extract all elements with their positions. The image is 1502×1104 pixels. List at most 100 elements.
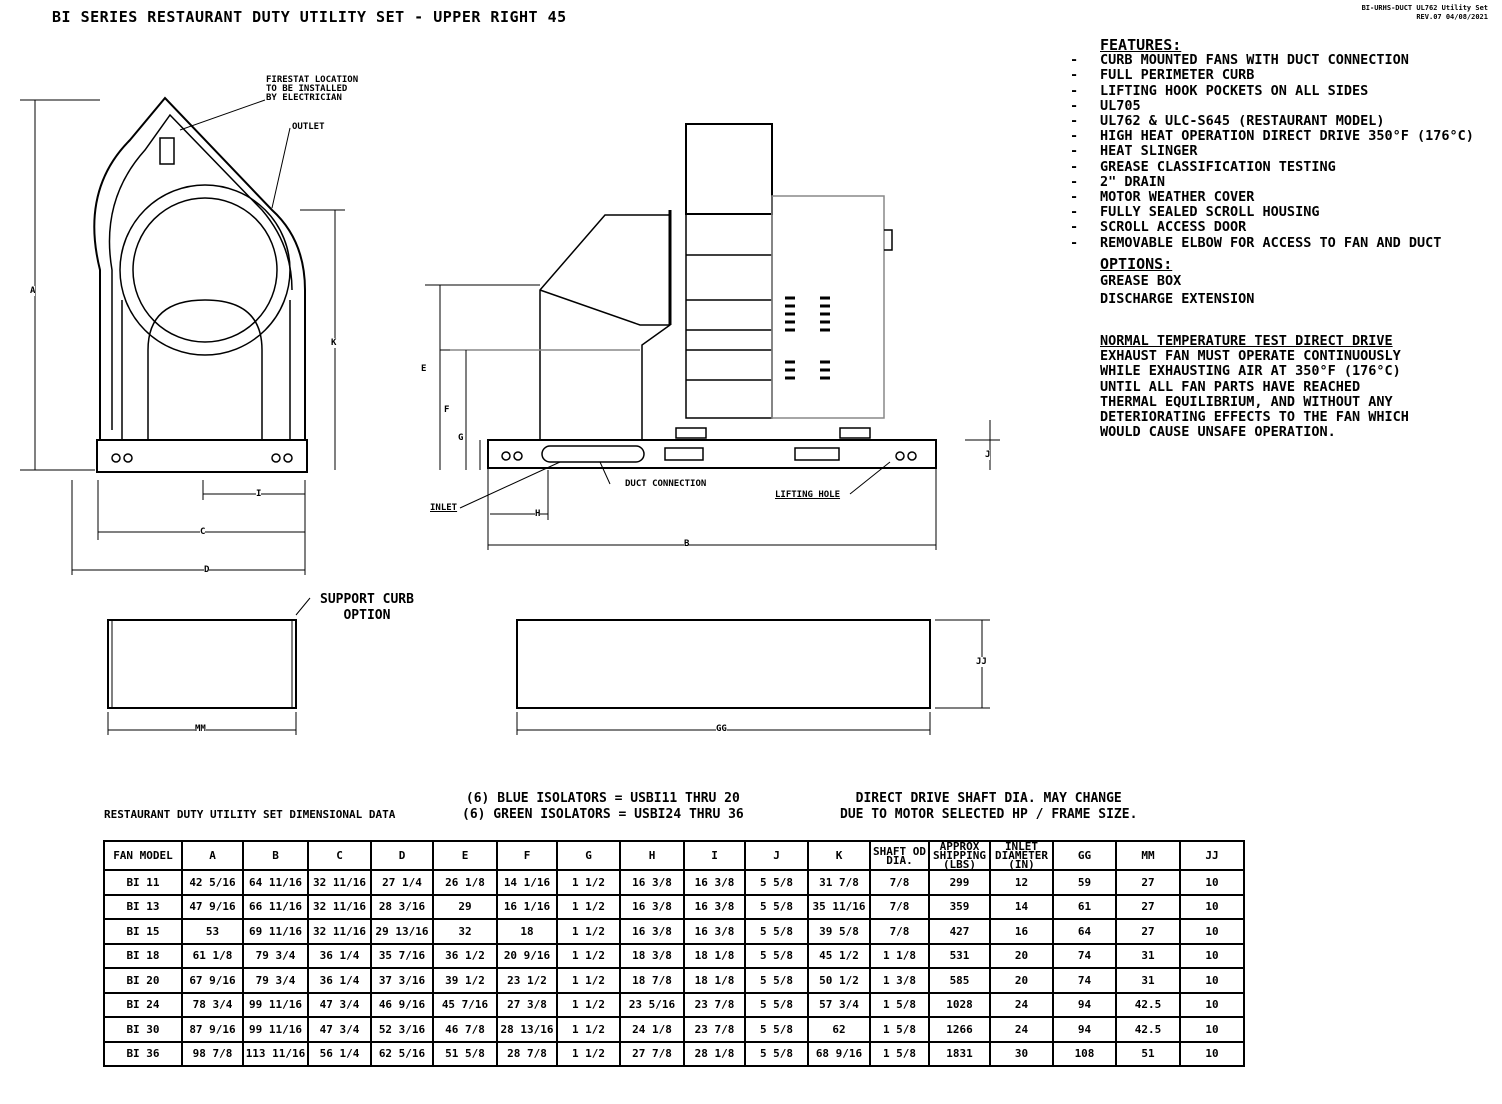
feature-text: MOTOR WEATHER COVER	[1100, 189, 1255, 206]
table-cell: 27 7/8	[619, 1040, 685, 1067]
table-cell: 28 7/8	[496, 1040, 558, 1067]
outlet-callout: OUTLET	[292, 122, 325, 132]
dim-mm: MM	[195, 724, 206, 734]
features-list: -CURB MOUNTED FANS WITH DUCT CONNECTION-…	[1070, 53, 1474, 251]
table-cell: 74	[1052, 967, 1117, 994]
table-cell: 5 5/8	[744, 869, 809, 896]
table-cell: 18 7/8	[619, 967, 685, 994]
table-cell: 23 5/16	[619, 991, 685, 1018]
table-cell: 42 5/16	[181, 869, 244, 896]
table-cell: 1 5/8	[869, 991, 930, 1018]
table-cell: 36 1/4	[307, 942, 372, 969]
table-cell: 42.5	[1115, 1016, 1181, 1043]
table-cell: 37 3/16	[370, 967, 434, 994]
table-cell: 5 5/8	[744, 1016, 809, 1043]
table-cell: 1 1/2	[556, 1016, 621, 1043]
feature-item: -LIFTING HOOK POCKETS ON ALL SIDES	[1070, 83, 1474, 99]
column-header: G	[556, 840, 621, 871]
bullet-dash: -	[1070, 128, 1079, 145]
table-cell: 18	[496, 918, 558, 945]
firestat-line: TO BE INSTALLED	[266, 84, 348, 94]
feature-text: REMOVABLE ELBOW FOR ACCESS TO FAN AND DU…	[1100, 234, 1442, 251]
fan-model-cell: BI 13	[103, 893, 183, 920]
dim-f: F	[444, 405, 450, 415]
table-cell: 31	[1115, 967, 1181, 994]
feature-text: HEAT SLINGER	[1100, 143, 1198, 160]
bullet-dash: -	[1070, 67, 1079, 84]
fan-model-cell: BI 18	[103, 942, 183, 969]
table-cell: 39 1/2	[432, 967, 498, 994]
table-cell: 36 1/2	[432, 942, 498, 969]
table-cell: 16 3/8	[619, 869, 685, 896]
table-cell: 427	[928, 918, 991, 945]
feature-item: -UL705	[1070, 98, 1474, 114]
revision-block: BI-URHS-DUCT UL762 Utility Set REV.07 04…	[1362, 4, 1488, 22]
feature-item: -SCROLL ACCESS DOOR	[1070, 220, 1474, 235]
side-view	[425, 123, 1000, 550]
table-cell: 1 1/2	[556, 967, 621, 994]
table-cell: 99 11/16	[242, 1016, 309, 1043]
dim-b: B	[684, 539, 690, 549]
table-cell: 28 13/16	[496, 1016, 558, 1043]
firestat-line: FIRESTAT LOCATION	[266, 75, 359, 85]
table-cell: 27	[1115, 893, 1181, 920]
table-cell: 7/8	[869, 893, 930, 920]
table-cell: 18 3/8	[619, 942, 685, 969]
table-cell: 68 9/16	[807, 1040, 871, 1067]
option-item: DISCHARGE EXTENSION	[1100, 291, 1255, 308]
table-cell: 66 11/16	[242, 893, 309, 920]
table-cell: 50 1/2	[807, 967, 871, 994]
fan-model-cell: BI 36	[103, 1040, 183, 1067]
table-cell: 24	[989, 991, 1054, 1018]
table-cell: 56 1/4	[307, 1040, 372, 1067]
test-note-line: DETERIORATING EFFECTS TO THE FAN WHICH	[1100, 409, 1409, 426]
table-cell: 79 3/4	[242, 942, 309, 969]
fan-model-cell: BI 20	[103, 967, 183, 994]
table-cell: 46 9/16	[370, 991, 434, 1018]
table-cell: 7/8	[869, 918, 930, 945]
feature-item: -CURB MOUNTED FANS WITH DUCT CONNECTION	[1070, 53, 1474, 68]
test-note-line: UNTIL ALL FAN PARTS HAVE REACHED	[1100, 378, 1361, 395]
feature-text: FULLY SEALED SCROLL HOUSING	[1100, 204, 1320, 221]
feature-item: -MOTOR WEATHER COVER	[1070, 189, 1474, 206]
column-header: FAN MODEL	[103, 840, 183, 871]
table-cell: 27 3/8	[496, 991, 558, 1018]
features-heading: FEATURES:	[1100, 36, 1182, 54]
table-cell: 27	[1115, 918, 1181, 945]
table-cell: 359	[928, 893, 991, 920]
table-cell: 32	[432, 918, 498, 945]
table-cell: 23 1/2	[496, 967, 558, 994]
table-cell: 59	[1052, 869, 1117, 896]
table-cell: 46 7/8	[432, 1016, 498, 1043]
table-cell: 23 7/8	[683, 1016, 746, 1043]
table-cell: 10	[1179, 991, 1245, 1018]
table-cell: 14 1/16	[496, 869, 558, 896]
table-cell: 1 3/8	[869, 967, 930, 994]
table-cell: 67 9/16	[181, 967, 244, 994]
table-cell: 24	[989, 1016, 1054, 1043]
table-cell: 1 1/2	[556, 869, 621, 896]
column-header: H	[619, 840, 685, 871]
table-cell: 16	[989, 918, 1054, 945]
table-cell: 24 1/8	[619, 1016, 685, 1043]
column-header: B	[242, 840, 309, 871]
table-cell: 47 9/16	[181, 893, 244, 920]
table-cell: 18 1/8	[683, 967, 746, 994]
table-cell: 20	[989, 942, 1054, 969]
fan-model-cell: BI 11	[103, 869, 183, 896]
table-cell: 53	[181, 918, 244, 945]
table-cell: 299	[928, 869, 991, 896]
table-cell: 1028	[928, 991, 991, 1018]
table-cell: 47 3/4	[307, 1016, 372, 1043]
table-cell: 61	[1052, 893, 1117, 920]
dim-jj: JJ	[976, 657, 987, 667]
table-cell: 10	[1179, 918, 1245, 945]
table-cell: 10	[1179, 1016, 1245, 1043]
bullet-dash: -	[1070, 173, 1079, 190]
table-cell: 45 7/16	[432, 991, 498, 1018]
